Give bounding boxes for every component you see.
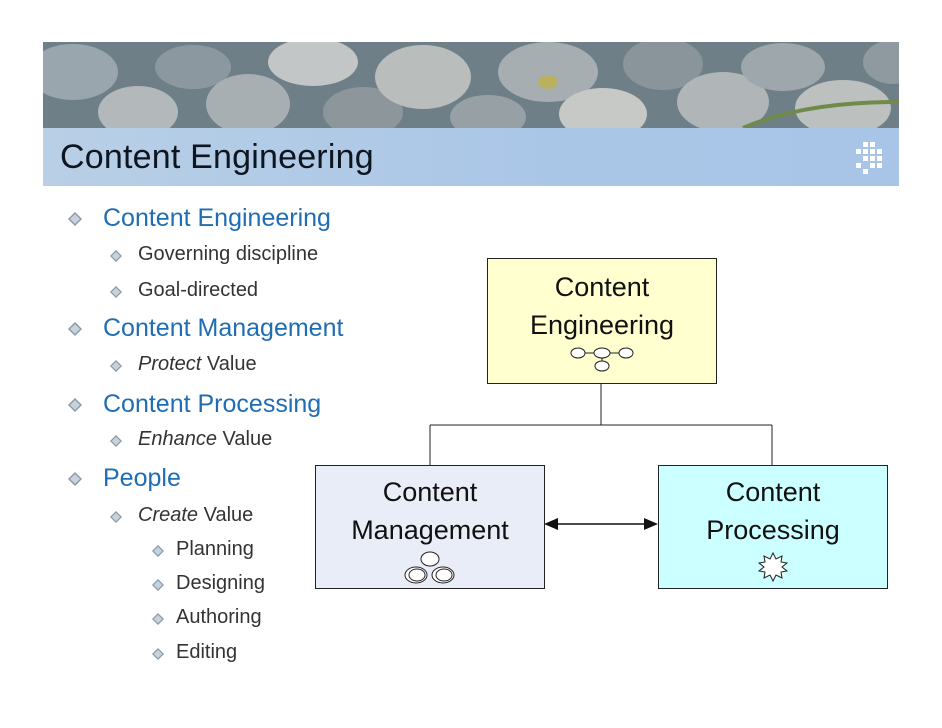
title-bar: Content Engineering — [43, 128, 899, 186]
pixel-logo-icon — [856, 142, 882, 174]
diamond-bullet-icon — [110, 250, 122, 262]
diamond-bullet-icon — [152, 545, 164, 557]
sub-sub-bullet-planning: Planning — [152, 538, 254, 561]
bullet-text: Authoring — [176, 606, 262, 628]
connected-nodes-icon — [570, 347, 634, 372]
box-label-line2: Management — [351, 515, 509, 545]
bullet-content-processing: Content Processing — [68, 390, 321, 419]
bullet-text: Planning — [176, 538, 254, 560]
box-label-line1: Content — [725, 477, 821, 507]
content-engineering-box: Content Engineering — [487, 258, 717, 384]
header-photo-banner — [43, 42, 899, 128]
content-management-box: Content Management — [315, 465, 545, 589]
bullet-text: People — [103, 464, 181, 492]
bullet-text: Editing — [176, 641, 238, 663]
box-label-line1: Content — [382, 477, 478, 507]
bullet-text: Designing — [176, 572, 265, 594]
bullet-text: Value — [198, 504, 254, 526]
box-label-line2: Processing — [706, 515, 840, 545]
diamond-bullet-icon — [68, 398, 82, 412]
emphasis-text: Protect — [138, 353, 202, 375]
bullet-content-engineering: Content Engineering — [68, 204, 331, 233]
bullet-text: Value — [201, 353, 257, 375]
bullet-text: Governing discipline — [138, 243, 319, 265]
diamond-bullet-icon — [152, 613, 164, 625]
diamond-bullet-icon — [110, 360, 122, 372]
diamond-bullet-icon — [152, 579, 164, 591]
bullet-text: Value — [216, 428, 273, 450]
content-processing-box: Content Processing — [658, 465, 888, 589]
diamond-bullet-icon — [152, 648, 164, 660]
bullet-content-management: Content Management — [68, 314, 343, 343]
diamond-bullet-icon — [110, 286, 122, 298]
emphasis-text: Create — [138, 504, 199, 526]
bullet-people: People — [68, 464, 181, 493]
diamond-bullet-icon — [68, 212, 82, 226]
sub-bullet-enhance-value: Enhance Value — [110, 428, 272, 451]
bullet-list: Content Engineering Governing discipline… — [0, 0, 400, 728]
gear-burst-icon — [757, 551, 789, 583]
diamond-bullet-icon — [68, 322, 82, 336]
sub-bullet-goal-directed: Goal-directed — [110, 279, 258, 302]
diamond-bullet-icon — [68, 472, 82, 486]
bidirectional-arrow — [544, 518, 658, 530]
sub-bullet-protect-value: Protect Value — [110, 353, 257, 376]
sub-sub-bullet-editing: Editing — [152, 641, 237, 664]
diamond-bullet-icon — [110, 511, 122, 523]
stacked-circles-icon — [404, 551, 455, 584]
sub-sub-bullet-authoring: Authoring — [152, 606, 262, 629]
emphasis-text: Enhance — [138, 428, 217, 450]
sub-sub-bullet-designing: Designing — [152, 572, 265, 595]
box-label-line2: Engineering — [529, 310, 675, 340]
box-label-line1: Content — [554, 272, 650, 302]
bullet-text: Goal-directed — [138, 279, 259, 301]
sub-bullet-governing: Governing discipline — [110, 243, 318, 266]
bullet-text: Content Management — [103, 314, 344, 342]
page-title: Content Engineering — [60, 138, 374, 176]
bullet-text: Content Engineering — [103, 204, 331, 232]
diamond-bullet-icon — [110, 435, 122, 447]
bullet-text: Content Processing — [103, 390, 322, 418]
sub-bullet-create-value: Create Value — [110, 504, 253, 527]
